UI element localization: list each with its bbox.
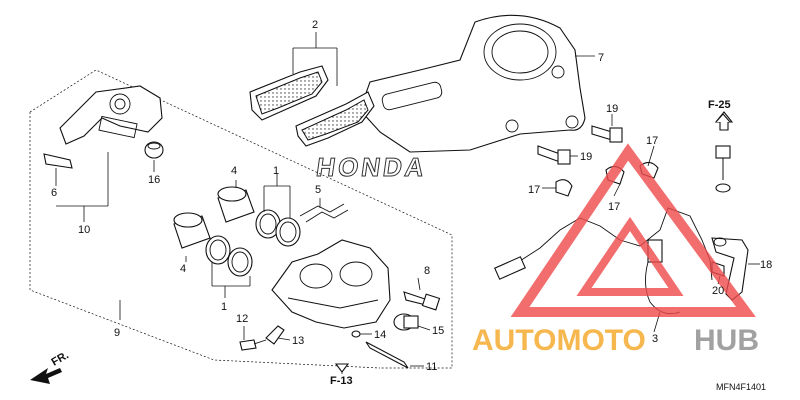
piston-lower-part-4[interactable]: [173, 212, 211, 249]
caliper-bracket-part-7[interactable]: HONDA: [314, 14, 586, 182]
callout-14: 14: [374, 329, 386, 341]
bleeder-cap-part-13[interactable]: [265, 325, 285, 345]
ref-f13-label: F-13: [330, 375, 353, 387]
callout-5: 5: [315, 184, 321, 196]
callout-8: 8: [424, 265, 430, 277]
callout-7: 7: [598, 52, 604, 64]
callout-13: 13: [292, 335, 304, 347]
bleeder-screw-part-12[interactable]: [239, 339, 267, 351]
piston-upper-part-4[interactable]: [217, 186, 255, 223]
slide-pin-part-8[interactable]: [403, 291, 441, 311]
piston-seals-upper-part-1[interactable]: [255, 209, 301, 247]
caliper-support-part-10[interactable]: [59, 85, 163, 145]
leader-lines: [55, 32, 760, 374]
pin-plug-part-15[interactable]: [393, 313, 419, 331]
callout-labels: 2 7 19 19 17 17 17 18 20 3 6 10 16 4 1 5…: [51, 19, 772, 373]
callout-17-left: 17: [528, 184, 540, 196]
reference-bolt-f25: [714, 111, 734, 193]
brake-pad-set-part-2[interactable]: [249, 65, 375, 147]
callout-12: 12: [236, 313, 248, 325]
diagram-code: MFN4F1401: [716, 382, 766, 392]
callout-18: 18: [760, 259, 772, 271]
arrow-front-icon: [30, 368, 62, 384]
pad-spring-part-5[interactable]: [299, 203, 349, 223]
arrow-up-icon: [715, 113, 731, 123]
watermark-text-part2: HUB: [694, 324, 759, 357]
callout-15: 15: [432, 325, 444, 337]
pad-spring-part-6[interactable]: [43, 153, 73, 169]
bolt-part-19-upper[interactable]: [591, 125, 623, 143]
callout-17-right: 17: [646, 135, 658, 147]
o-ring-part-14[interactable]: [351, 330, 361, 338]
embossed-brand-text: HONDA: [314, 152, 428, 182]
reference-f13: F-13: [330, 363, 353, 387]
callout-1-upper: 1: [273, 165, 279, 177]
callout-1-lower: 1: [221, 301, 227, 313]
callout-10: 10: [78, 224, 90, 236]
callout-2: 2: [312, 19, 318, 31]
callout-16: 16: [148, 174, 160, 186]
caliper-assembly-frame: [29, 69, 453, 369]
piston-seals-lower-part-1[interactable]: [205, 235, 253, 277]
arrow-down-icon: [334, 363, 350, 373]
watermark-text-part1: AUTOMOTO: [472, 324, 646, 357]
bolt-part-19-lower[interactable]: [537, 145, 571, 165]
callout-19-lower: 19: [580, 151, 592, 163]
callout-20: 20: [712, 285, 724, 297]
callout-6: 6: [51, 187, 57, 199]
pin-boot-part-16[interactable]: [144, 141, 164, 159]
pad-pin-part-11[interactable]: [365, 341, 409, 369]
callout-9: 9: [114, 327, 120, 339]
caliper-body[interactable]: [271, 239, 391, 329]
callout-19-upper: 19: [606, 103, 618, 115]
front-direction-indicator: FR.: [30, 349, 71, 384]
ref-f25-label: F-25: [708, 99, 731, 111]
callout-3: 3: [652, 333, 658, 345]
callout-4-upper: 4: [231, 165, 237, 177]
callout-4-lower: 4: [180, 263, 186, 275]
callout-17-middle: 17: [608, 201, 620, 213]
front-label: FR.: [50, 349, 71, 368]
reference-f25: F-25: [708, 99, 731, 123]
callout-11: 11: [426, 361, 437, 373]
watermark-logo: AUTOMOTO HUB: [472, 143, 759, 357]
